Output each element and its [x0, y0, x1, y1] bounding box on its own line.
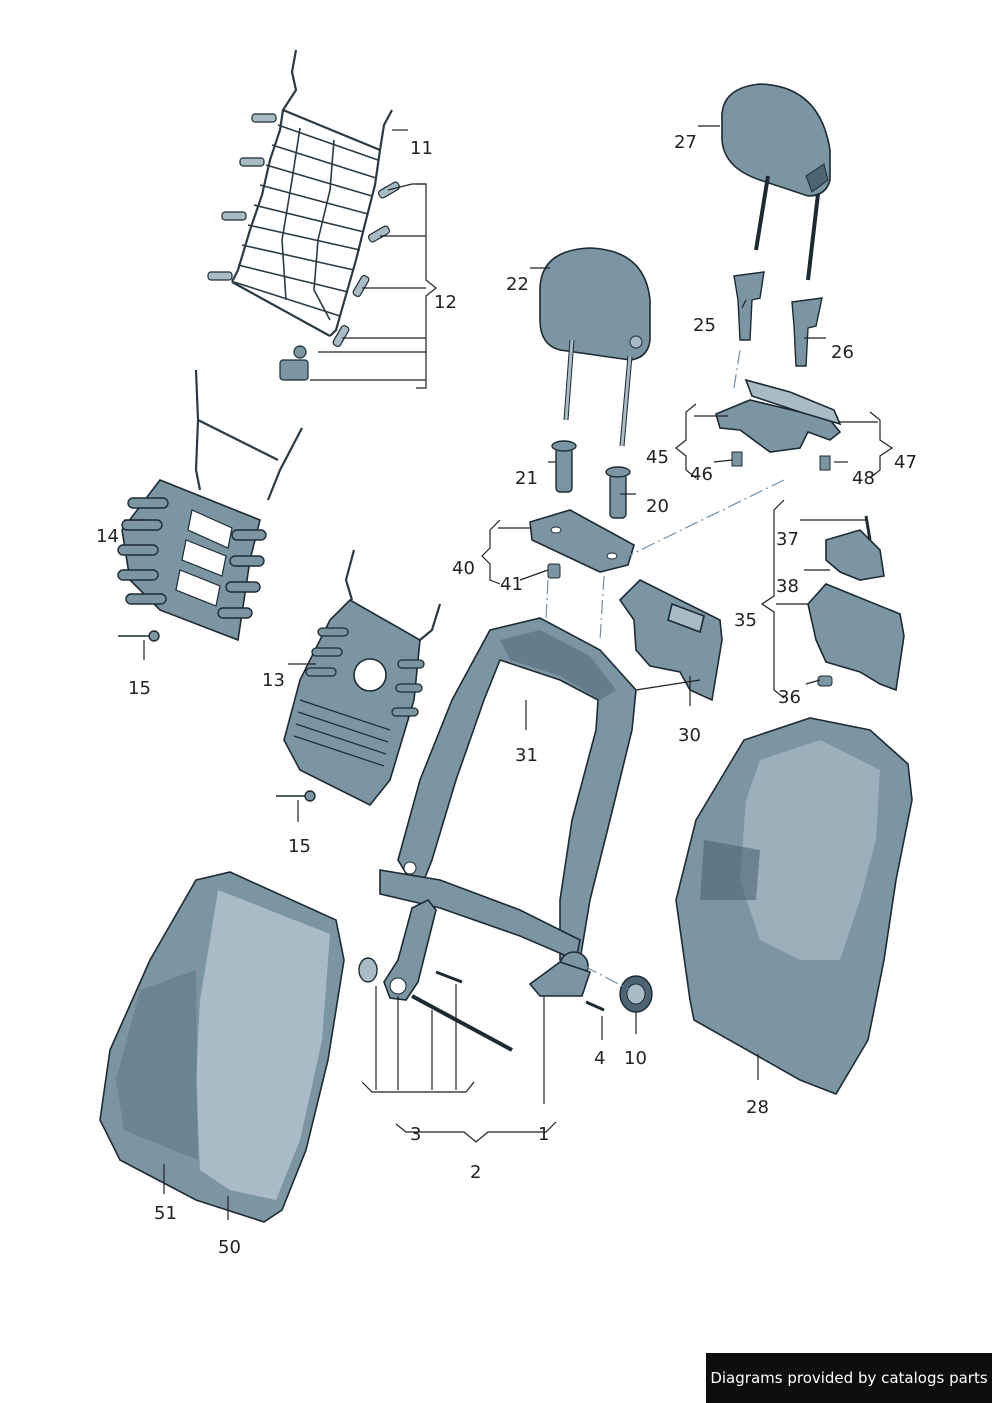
callout-1: 1	[538, 1124, 549, 1145]
callout-36: 36	[778, 687, 801, 708]
part-motor-3	[358, 898, 653, 1052]
attribution-text: Diagrams provided by catalogs parts	[710, 1369, 988, 1387]
part-lumbar-support	[117, 369, 303, 642]
callout-2: 2	[470, 1162, 481, 1183]
part-spring-mat	[207, 49, 401, 381]
leader-lines	[124, 125, 894, 1220]
callout-28: 28	[746, 1097, 769, 1118]
callout-45: 45	[646, 447, 669, 468]
callout-46: 46	[690, 464, 713, 485]
part-bracket-40	[529, 509, 635, 579]
part-backrest-frame	[379, 617, 637, 997]
part-crossbar-45-47	[715, 378, 842, 471]
alignment-lines	[545, 349, 785, 991]
callout-4: 4	[594, 1048, 605, 1069]
callout-14: 14	[96, 526, 119, 547]
part-lock-35	[807, 515, 905, 692]
callout-21: 21	[515, 468, 538, 489]
callout-25: 25	[693, 315, 716, 336]
callout-48: 48	[852, 468, 875, 489]
part-head-restraint-22	[539, 247, 651, 447]
part-guide-sleeves	[551, 440, 631, 519]
callout-40: 40	[452, 558, 475, 579]
callout-13: 13	[262, 670, 285, 691]
callout-27: 27	[674, 132, 697, 153]
part-guides-25-26	[733, 271, 823, 367]
callout-10: 10	[624, 1048, 647, 1069]
callout-15-lower: 15	[288, 836, 311, 857]
part-release-30	[618, 579, 723, 702]
callout-41: 41	[500, 574, 523, 595]
callout-35: 35	[734, 610, 757, 631]
callout-3: 3	[410, 1124, 421, 1145]
callout-26: 26	[831, 342, 854, 363]
callout-37: 37	[776, 529, 799, 550]
part-support-plate	[283, 549, 442, 807]
part-rear-panel-28	[675, 717, 913, 1095]
callout-38: 38	[776, 576, 799, 597]
callout-20: 20	[646, 496, 669, 517]
callout-51: 51	[154, 1203, 177, 1224]
attribution-banner: Diagrams provided by catalogs parts	[706, 1353, 992, 1403]
callout-30: 30	[678, 725, 701, 746]
part-cushion-50-51	[99, 871, 345, 1223]
callout-15-upper: 15	[128, 678, 151, 699]
callout-22: 22	[506, 274, 529, 295]
callout-50: 50	[218, 1237, 241, 1258]
callout-11: 11	[410, 138, 433, 159]
callout-labels: 11 12 14 15 13 15 22 21 20 40 41 31 27 2…	[96, 132, 917, 1258]
callout-12: 12	[434, 292, 457, 313]
callout-47: 47	[894, 452, 917, 473]
callout-31: 31	[515, 745, 538, 766]
part-head-restraint-27	[721, 83, 831, 281]
part-screws-15	[118, 630, 316, 802]
